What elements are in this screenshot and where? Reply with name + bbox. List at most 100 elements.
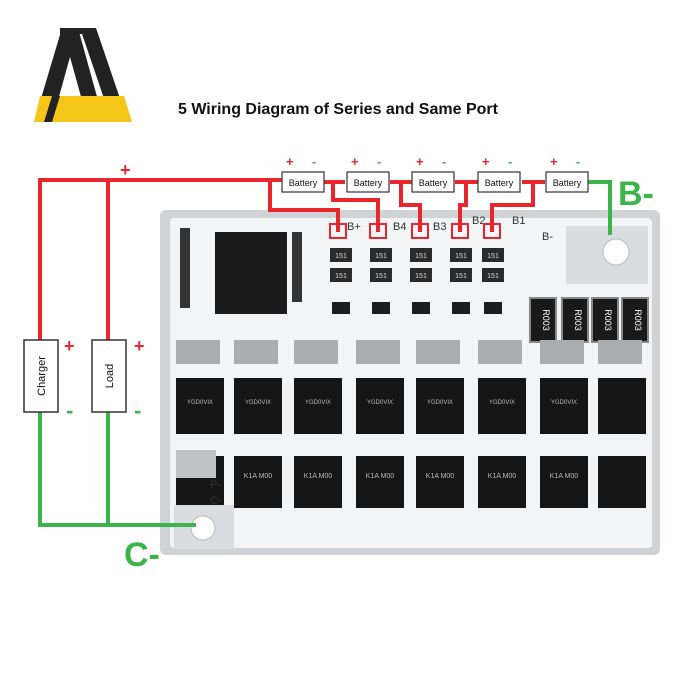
smd-code: 151 [415, 253, 427, 260]
mosfet-tab [234, 340, 278, 364]
mosfet-top [234, 378, 282, 434]
smd-code: 151 [487, 273, 499, 280]
mosfet-code: K1A M00 [488, 473, 517, 480]
mosfet-code: K1A M00 [366, 473, 395, 480]
smd-resistor [410, 248, 432, 262]
smd-resistor [330, 268, 352, 282]
brand-logo [34, 28, 132, 122]
shunt-code: R003 [633, 309, 643, 331]
shunt-code: R003 [573, 309, 583, 331]
mosfet-tab [478, 340, 522, 364]
shunt-resistors: R003 R003 R003 R003 [529, 297, 649, 343]
battery-minus: - [312, 154, 316, 169]
battery-label: Battery [419, 178, 448, 188]
battery-series: Battery+-Battery+-Battery+-Battery+-Batt… [281, 154, 589, 193]
port-label: P- [210, 479, 221, 491]
battery-minus: - [576, 154, 580, 169]
battery-label: Battery [553, 178, 582, 188]
mosfet-code: YGD0VIX [305, 400, 331, 406]
smd-resistor [450, 248, 472, 262]
mosfet-code: YGD0VIX [367, 400, 393, 406]
mosfet-top [540, 378, 588, 434]
battery-minus: - [442, 154, 446, 169]
mosfet-bottom [416, 456, 464, 508]
mosfet-code: K1A M00 [426, 473, 455, 480]
mosfet-top [294, 378, 342, 434]
smd-resistor [370, 268, 392, 282]
smd-code: 151 [455, 253, 467, 260]
main-plus: + [120, 160, 131, 180]
load-plus: + [134, 336, 145, 356]
mosfet-code: K1A M00 [550, 473, 579, 480]
shunt-code: R003 [603, 309, 613, 331]
mosfet-bottom [598, 456, 646, 508]
mosfet-code: YGD0VIX [551, 400, 577, 406]
smd-resistor [410, 268, 432, 282]
c-minus-hole [190, 515, 216, 541]
charger-plus: + [64, 336, 75, 356]
smd-transistor [332, 302, 350, 314]
mosfet-tab [294, 340, 338, 364]
smd-transistor [412, 302, 430, 314]
mosfet-top [176, 378, 224, 434]
mosfet-bottom [356, 456, 404, 508]
charger-minus: - [66, 398, 73, 423]
charger-box [23, 339, 59, 413]
mosfet-tab [540, 340, 584, 364]
c-minus-label: C- [124, 536, 160, 574]
smd-transistor [372, 302, 390, 314]
mosfet-bottom [478, 456, 526, 508]
b-minus-label: B- [618, 175, 654, 213]
pad-label: B- [542, 231, 553, 243]
smd-resistor [370, 248, 392, 262]
mosfet-tab [416, 340, 460, 364]
battery-plus: + [351, 154, 359, 169]
smd-code: 151 [375, 253, 387, 260]
mosfet-tab [176, 340, 220, 364]
page-title: 5 Wiring Diagram of Series and Same Port [178, 101, 498, 118]
smd-resistor [330, 248, 352, 262]
load-minus: - [134, 398, 141, 423]
battery-minus: - [377, 154, 381, 169]
positive-wires [38, 178, 545, 340]
load-box [91, 339, 127, 413]
smd-code: 151 [335, 253, 347, 260]
battery-box [281, 171, 325, 193]
mosfet-bottom [294, 456, 342, 508]
mosfet-top [416, 378, 464, 434]
mosfet-code: YGD0VIX [187, 400, 213, 406]
battery-box [545, 171, 589, 193]
smd-transistor [484, 302, 502, 314]
mosfet-code: YGD0VIX [427, 400, 453, 406]
mosfet-bottom [234, 456, 282, 508]
battery-plus: + [482, 154, 490, 169]
negative-wires [38, 180, 612, 527]
shunt-code: R003 [541, 309, 551, 331]
mosfet-code: K1A M00 [304, 473, 333, 480]
ic-chip [215, 232, 287, 314]
smd-code: 151 [455, 273, 467, 280]
mosfet-rows: YGD0VIX K1A M00 YGD0VIX K1A M00 YGD0VIX K1A M… [176, 340, 646, 508]
mosfet-code: YGD0VIX [489, 400, 515, 406]
smd-transistor [452, 302, 470, 314]
smd-resistor [482, 248, 504, 262]
mosfet-top [478, 378, 526, 434]
mosfet-tab [356, 340, 400, 364]
b-minus-hole [602, 238, 630, 266]
charger-label: Charger [36, 356, 48, 396]
battery-label: Battery [485, 178, 514, 188]
pad-label: B+ [347, 221, 361, 233]
mosfet-top [598, 378, 646, 434]
battery-plus: + [416, 154, 424, 169]
battery-minus: - [508, 154, 512, 169]
battery-label: Battery [289, 178, 318, 188]
smd-resistor [482, 268, 504, 282]
smd-code: 151 [335, 273, 347, 280]
battery-box [346, 171, 390, 193]
battery-label: Battery [354, 178, 383, 188]
mosfet-bottom [540, 456, 588, 508]
shunt-resistor [529, 297, 557, 343]
